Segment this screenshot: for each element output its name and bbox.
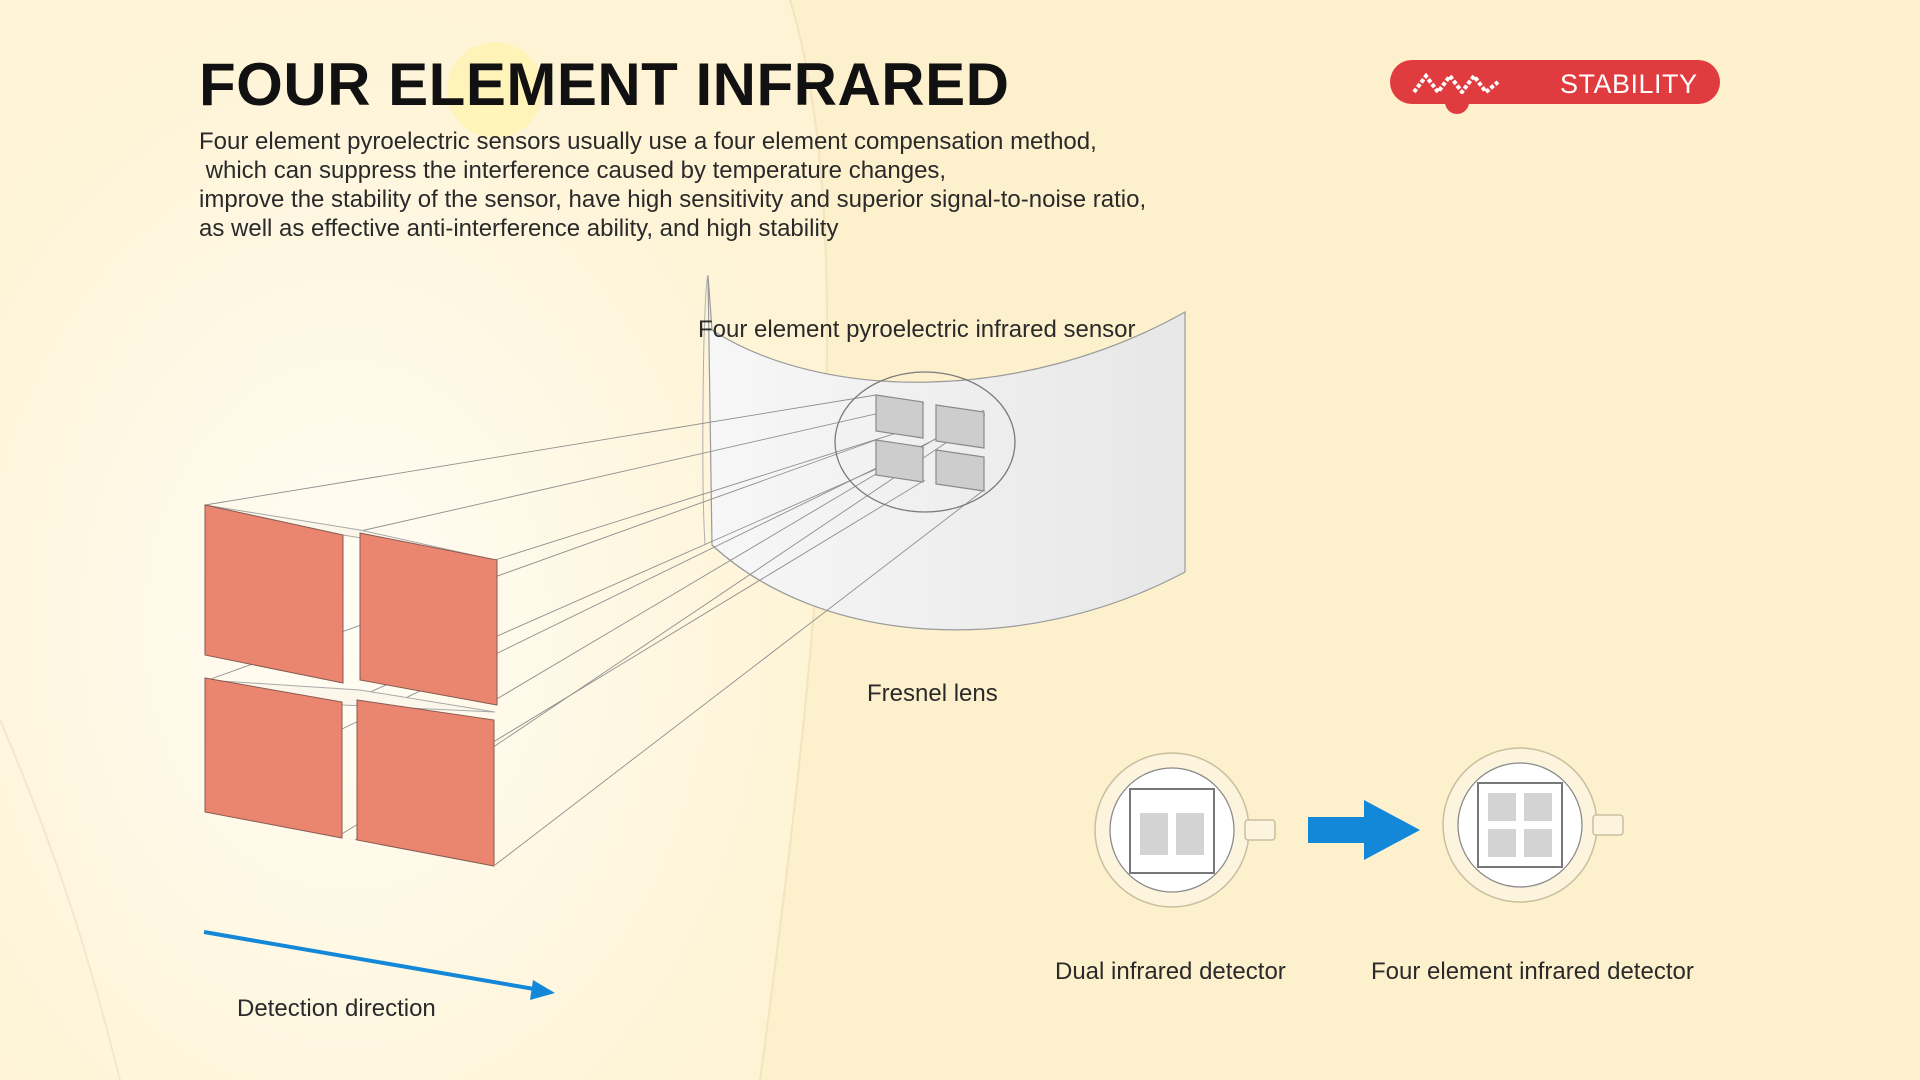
dual-detector-icon (1094, 752, 1276, 908)
detection-zone (204, 504, 344, 684)
page-title: FOUR ELEMENT INFRARED (199, 51, 1010, 118)
detection-zones (204, 504, 498, 867)
sensor-elements (875, 394, 985, 492)
lens-label: Fresnel lens (867, 680, 998, 707)
badge-label: STABILITY (1560, 69, 1698, 99)
sensor-highlight-ellipse (834, 371, 1016, 513)
arrow-right-icon (1308, 800, 1420, 860)
sensor-element (875, 394, 924, 439)
description-line: as well as effective anti-interference a… (199, 215, 839, 242)
description-line: which can suppress the interference caus… (199, 157, 947, 184)
detection-zone (356, 699, 495, 867)
description: Four element pyroelectric sensors usuall… (199, 127, 1319, 243)
sensor-label: Four element pyroelectric infrared senso… (698, 316, 1136, 343)
description-line: Four element pyroelectric sensors usuall… (199, 128, 1097, 155)
sensor-element (935, 449, 985, 492)
detection-direction-arrow (203, 930, 555, 1000)
four-detector-label: Four element infrared detector (1371, 958, 1694, 985)
detection-zone (359, 532, 498, 706)
wave-logo-icon (1412, 72, 1500, 94)
sensor-element (875, 439, 924, 483)
description-line: improve the stability of the sensor, hav… (199, 186, 1147, 213)
four-element-detector-icon (1442, 747, 1624, 903)
detection-zone (204, 677, 343, 839)
sensor-element (935, 404, 985, 449)
direction-label: Detection direction (237, 995, 436, 1022)
stability-badge: STABILITY (1390, 60, 1720, 104)
dual-detector-label: Dual infrared detector (1055, 958, 1286, 985)
